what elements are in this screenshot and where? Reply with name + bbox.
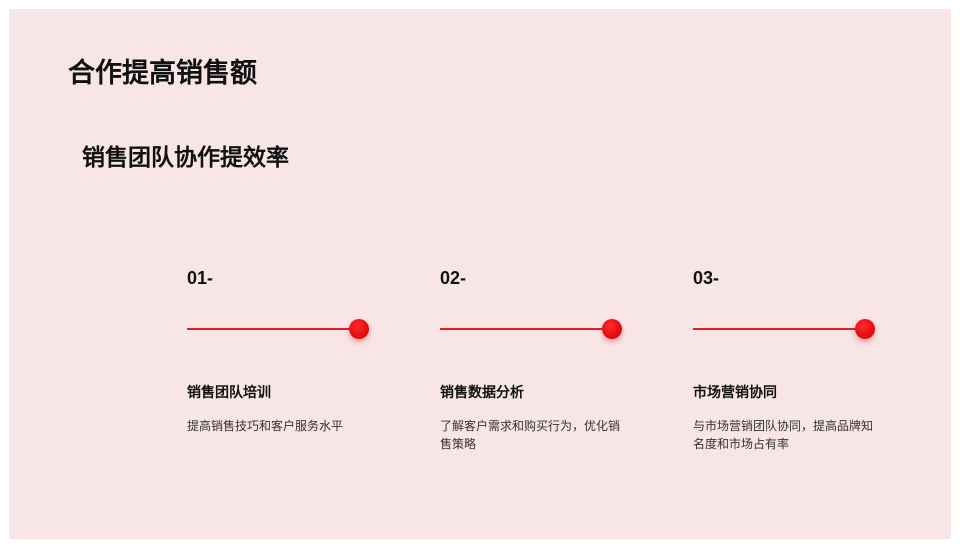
step-heading: 市场营销协同 bbox=[693, 385, 777, 401]
step-description: 与市场营销团队协同，提高品牌知名度和市场占有率 bbox=[693, 419, 874, 451]
timeline-line bbox=[693, 328, 863, 330]
step-number: 02- bbox=[440, 268, 467, 288]
timeline-line bbox=[187, 328, 357, 330]
timeline-step-3: 03- 市场营销协同 与市场营销团队协同，提高品牌知名度和市场占有率 bbox=[693, 268, 893, 468]
step-number: 03- bbox=[693, 268, 720, 288]
timeline-dot-icon bbox=[602, 319, 622, 339]
timeline-dot-icon bbox=[349, 319, 369, 339]
step-heading: 销售数据分析 bbox=[440, 385, 524, 401]
timeline-step-2: 02- 销售数据分析 了解客户需求和购买行为，优化销售策略 bbox=[440, 268, 640, 468]
slide-canvas: 合作提高销售额 销售团队协作提效率 01- 销售团队培训 提高销售技巧和客户服务… bbox=[9, 9, 951, 539]
slide-subtitle: 销售团队协作提效率 bbox=[82, 145, 289, 171]
step-heading: 销售团队培训 bbox=[187, 385, 271, 401]
step-description: 了解客户需求和购买行为，优化销售策略 bbox=[440, 419, 621, 451]
slide-title: 合作提高销售额 bbox=[68, 58, 257, 89]
step-number: 01- bbox=[187, 268, 214, 288]
timeline-dot-icon bbox=[855, 319, 875, 339]
step-description: 提高销售技巧和客户服务水平 bbox=[187, 419, 344, 433]
timeline-step-1: 01- 销售团队培训 提高销售技巧和客户服务水平 bbox=[187, 268, 387, 468]
timeline-line bbox=[440, 328, 610, 330]
